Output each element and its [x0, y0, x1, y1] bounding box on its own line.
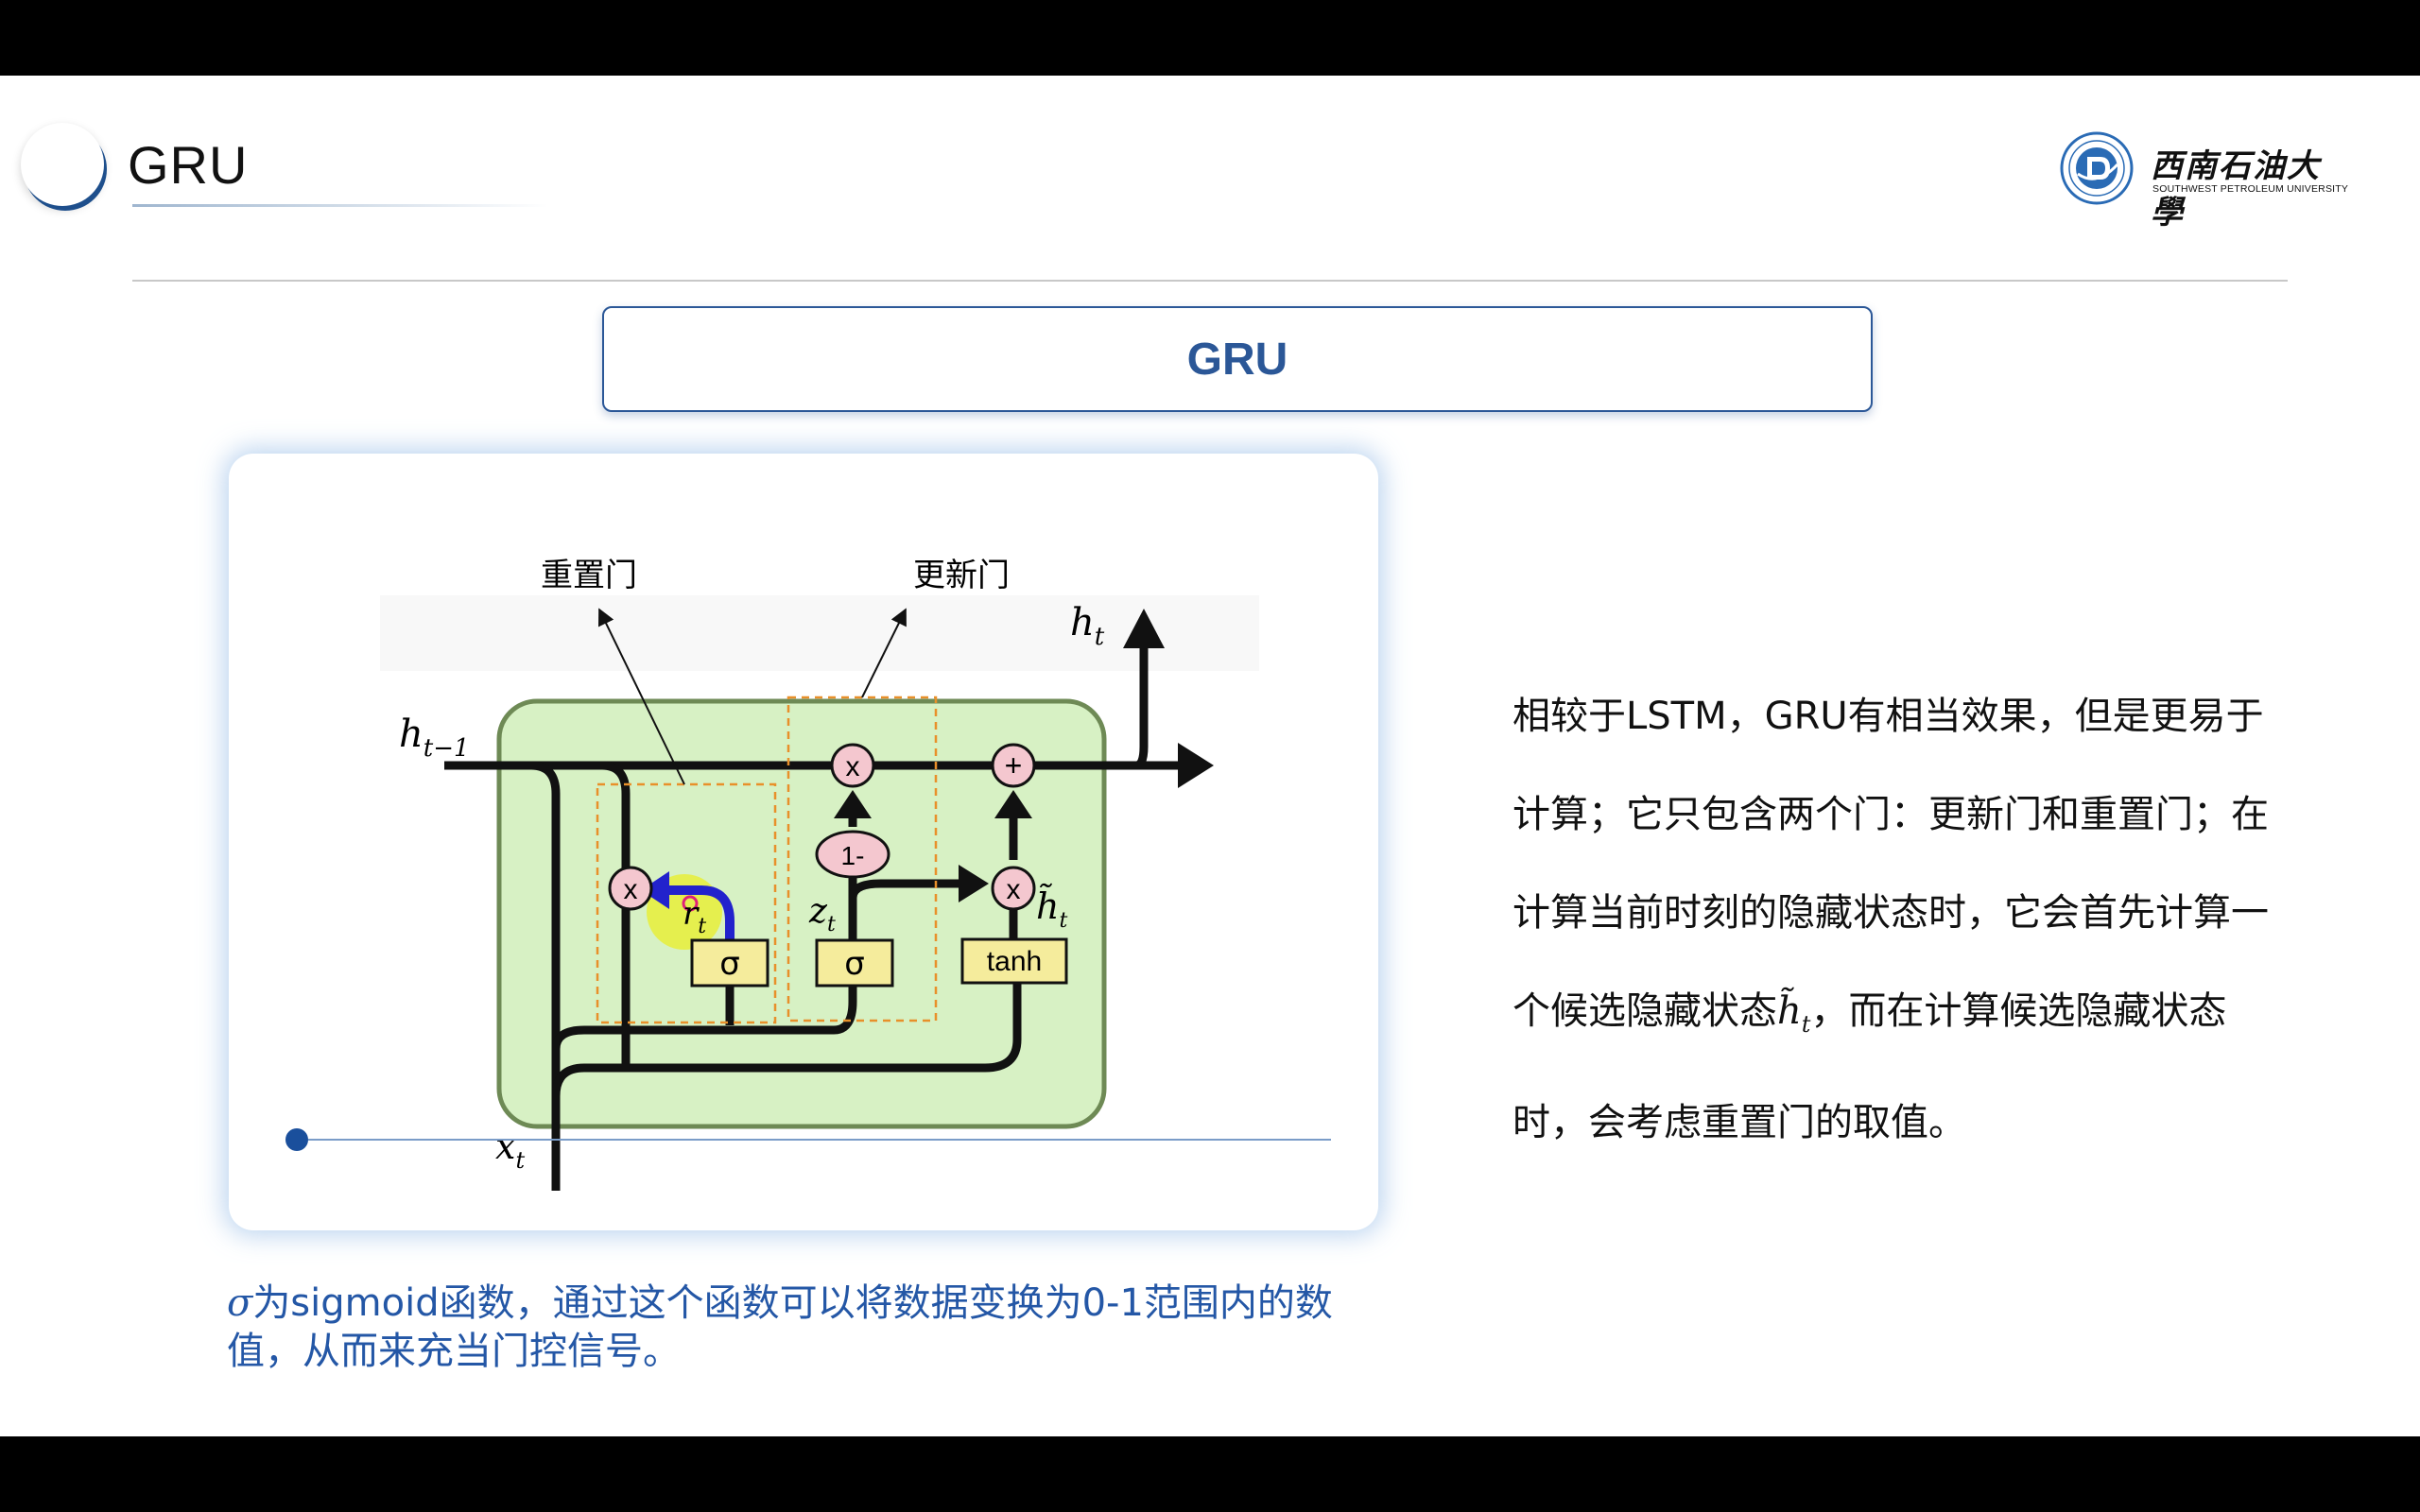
path-update-to-mult — [848, 879, 966, 899]
reset-output-path — [664, 885, 735, 964]
title-decoration-circle — [21, 123, 104, 206]
one-minus-symbol: 1- — [841, 841, 865, 870]
sigmoid-caption: σ为sigmoid函数，通过这个函数可以将数据变换为0-1范围内的数值，从而来充… — [227, 1280, 1399, 1376]
reset-multiply-symbol: x — [624, 874, 638, 905]
university-logo: 西南石油大學 SOUTHWEST PETROLEUM UNIVERSITY — [2059, 130, 2352, 232]
header-divider — [132, 280, 2288, 282]
cursor-pointer-icon — [682, 895, 699, 912]
reset-multiply-node — [608, 866, 653, 911]
gru-cell-diagram: x + x x 1- σ σ tanh ht ht−1 xt rt zt h̃t — [380, 557, 1259, 1191]
tanh-label: tanh — [987, 946, 1042, 977]
label-z-t: zt — [808, 892, 836, 936]
university-name-en: SOUTHWEST PETROLEUM UNIVERSITY — [2152, 183, 2349, 195]
top-letterbox — [0, 0, 2420, 76]
update-sigmoid-box — [815, 938, 894, 988]
path-x-to-tanh — [551, 969, 1022, 1097]
reset-sigmoid-box — [690, 938, 769, 988]
path-x-to-update — [551, 964, 857, 1050]
candidate-multiply-node — [991, 866, 1036, 911]
reset-annotation-line — [597, 608, 685, 785]
university-name-cn: 西南石油大學 — [2151, 147, 2321, 232]
label-h-prev: ht−1 — [399, 713, 470, 763]
reset-sigmoid-label: σ — [719, 945, 740, 983]
gru-cell-body — [496, 698, 1107, 1129]
update-multiply-node — [830, 743, 875, 788]
caption-sigma: σ — [227, 1281, 253, 1325]
tanh-box — [960, 937, 1068, 985]
add-arrowhead — [994, 790, 1032, 818]
description-text-1: 相较于LSTM，GRU有相当效果，但是更易于计算；它只包含两个门：更新门和重置门… — [1512, 695, 2269, 1033]
reset-output-arrowhead — [641, 871, 669, 909]
update-annotation-line — [861, 608, 907, 698]
one-minus-arrowhead — [834, 790, 872, 818]
caption-text: 为sigmoid函数，通过这个函数可以将数据变换为0-1范围内的数值，从而来充当… — [227, 1281, 1333, 1373]
path-h-prev-down — [530, 761, 561, 1191]
diagram-backdrop — [380, 595, 1259, 671]
reset-gate-dashed-box — [596, 782, 777, 1024]
update-sigmoid-label: σ — [844, 945, 865, 983]
title-underline — [132, 204, 548, 207]
add-node — [991, 743, 1036, 788]
label-x-t: xt — [495, 1125, 525, 1174]
slider-track — [308, 1139, 1331, 1141]
label-r-t: rt — [683, 895, 706, 938]
hidden-state-arrowhead — [1178, 743, 1214, 788]
update-multiply-symbol: x — [846, 751, 860, 782]
section-heading: GRU — [1186, 334, 1288, 385]
page-title: GRU — [128, 135, 249, 195]
section-heading-box: GRU — [602, 306, 1873, 412]
university-seal-icon — [2060, 131, 2134, 205]
slider-dot — [285, 1128, 308, 1151]
output-arrowhead — [1123, 609, 1165, 648]
slide: GRU 西南石油大學 SOUTHWEST PETROLEUM UNIVERSIT… — [0, 76, 2420, 1436]
label-h-tilde: h̃t — [1036, 885, 1067, 933]
one-minus-node — [815, 830, 890, 879]
candidate-multiply-symbol: x — [1007, 874, 1021, 905]
path-h-prev-to-reset — [601, 761, 631, 1068]
description-paragraph: 相较于LSTM，GRU有相当效果，但是更易于计算；它只包含两个门：更新门和重置门… — [1512, 667, 2269, 1172]
output-line — [1135, 633, 1149, 770]
diagram-card: x + x x 1- σ σ tanh ht ht−1 xt rt zt h̃t — [229, 454, 1378, 1230]
update-gate-annotation: 更新门 — [913, 557, 1010, 594]
label-h-t: ht — [1070, 601, 1105, 651]
description-symbol: h̃t — [1777, 989, 1811, 1038]
reset-gate-annotation: 重置门 — [541, 557, 637, 594]
add-symbol: + — [1005, 748, 1023, 782]
bottom-letterbox — [0, 1436, 2420, 1512]
description-text-2: ，而在计算候选隐藏状态时，会考虑重置门的取值。 — [1512, 989, 2227, 1144]
update-mult-arrowhead — [959, 865, 989, 902]
